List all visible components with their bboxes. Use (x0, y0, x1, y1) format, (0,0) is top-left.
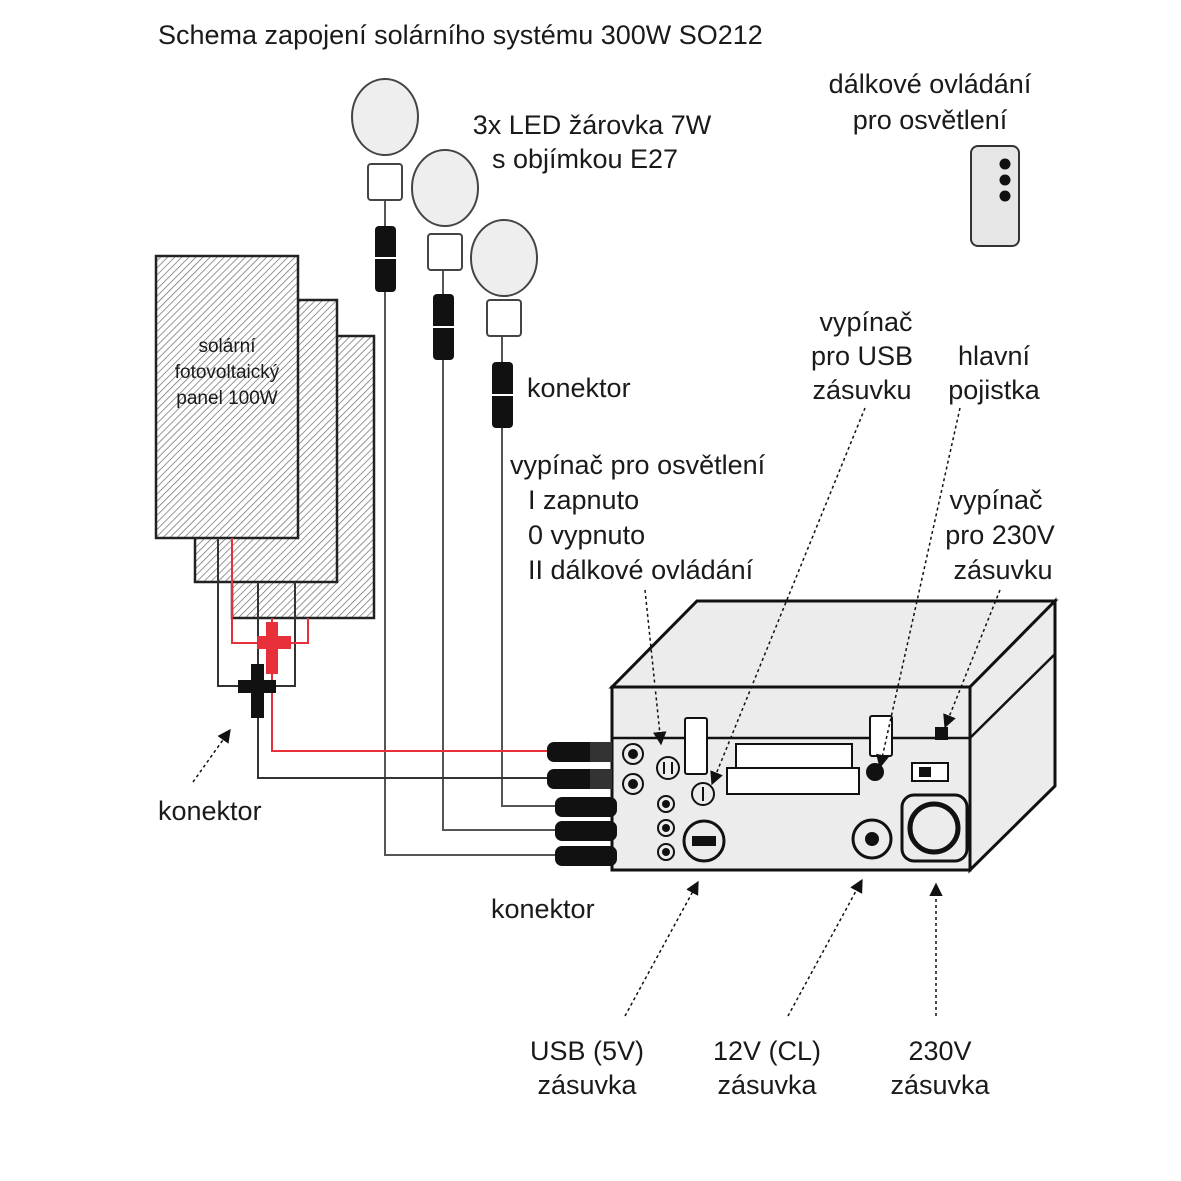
socket-230v-face (900, 727, 969, 863)
socket-230-label-line2: zásuvka (890, 1070, 990, 1100)
usb-switch-label-line1: vypínač (819, 307, 912, 337)
socket-12v-label-line2: zásuvka (717, 1070, 817, 1100)
led-bulb-3 (470, 219, 538, 428)
light-switch-label-line2: I zapnuto (528, 485, 639, 515)
remote-label-line1: dálkové ovládání (829, 69, 1032, 99)
connector-box-label: konektor (491, 894, 595, 924)
bulbs-label-line1: 3x LED žárovka 7W (473, 110, 712, 140)
switch-230-label-line1: vypínač (949, 485, 1042, 515)
connector-panels-arrow (192, 728, 231, 783)
diagram-title: Schema zapojení solárního systému 300W S… (158, 20, 763, 50)
light-switch-label-line4: II dálkové ovládání (528, 555, 754, 585)
panel-label-line3: panel 100W (176, 388, 277, 409)
main-fuse-label-line1: hlavní (958, 341, 1031, 371)
led-bulb-1 (351, 78, 419, 292)
front-panel-controls (622, 743, 893, 863)
black-branch-connector (238, 664, 276, 718)
power-box (608, 597, 1059, 874)
socket-230-label-line1: 230V (908, 1036, 971, 1066)
usb-socket-label-line2: zásuvka (537, 1070, 637, 1100)
panel-label-line1: solární (198, 336, 256, 357)
remote-control (970, 145, 1020, 247)
bulb-cables (384, 200, 555, 856)
switch-230-label-line3: zásuvku (953, 555, 1052, 585)
main-fuse-label-line2: pojistka (948, 375, 1041, 405)
callout-arrows-top (644, 407, 1001, 786)
connector-panels-label: konektor (158, 796, 262, 826)
callout-arrows-bottom (624, 878, 943, 1017)
solar-panels (154, 254, 376, 620)
light-switch-label-line1: vypínač pro osvětlení (510, 450, 766, 480)
usb-switch-label-line3: zásuvku (812, 375, 911, 405)
usb-socket-label-line1: USB (5V) (530, 1036, 644, 1066)
panel-label-line2: fotovoltaický (175, 362, 280, 383)
light-switch-label-line3: 0 vypnuto (528, 520, 645, 550)
remote-label-line2: pro osvětlení (853, 105, 1008, 135)
bulbs-label-line2: s objímkou E27 (492, 144, 678, 174)
red-branch-connector (257, 622, 291, 674)
led-bulb-2 (411, 149, 479, 360)
connector-bulbs-label: konektor (527, 373, 631, 403)
socket-12v-label-line1: 12V (CL) (713, 1036, 821, 1066)
switch-230-label-line2: pro 230V (945, 520, 1055, 550)
box-input-plugs (547, 742, 617, 866)
usb-switch-label-line2: pro USB (811, 341, 913, 371)
